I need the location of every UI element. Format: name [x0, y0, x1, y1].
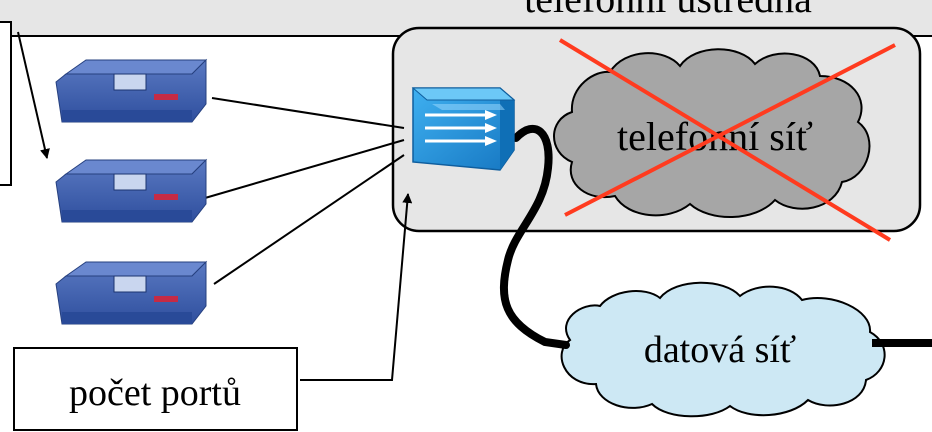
header-label: telefonní ústředna [524, 0, 812, 21]
port-count-callout: počet portů [13, 347, 298, 431]
modem-icon [55, 58, 208, 123]
data-network-cloud: datová síť [560, 281, 886, 418]
data-network-label: datová síť [644, 329, 796, 371]
crossed-out-mark [558, 38, 896, 242]
callout-label: počet portů [69, 372, 241, 414]
header-pointer-arrow [17, 31, 50, 159]
devices-bracket [0, 21, 12, 186]
modem-icon [55, 158, 208, 223]
callout-pointer-arrow [300, 193, 413, 381]
switch-icon [411, 87, 516, 171]
modem-icon [55, 260, 208, 325]
device-links [204, 97, 405, 285]
switch-to-data-network-link [499, 124, 570, 349]
